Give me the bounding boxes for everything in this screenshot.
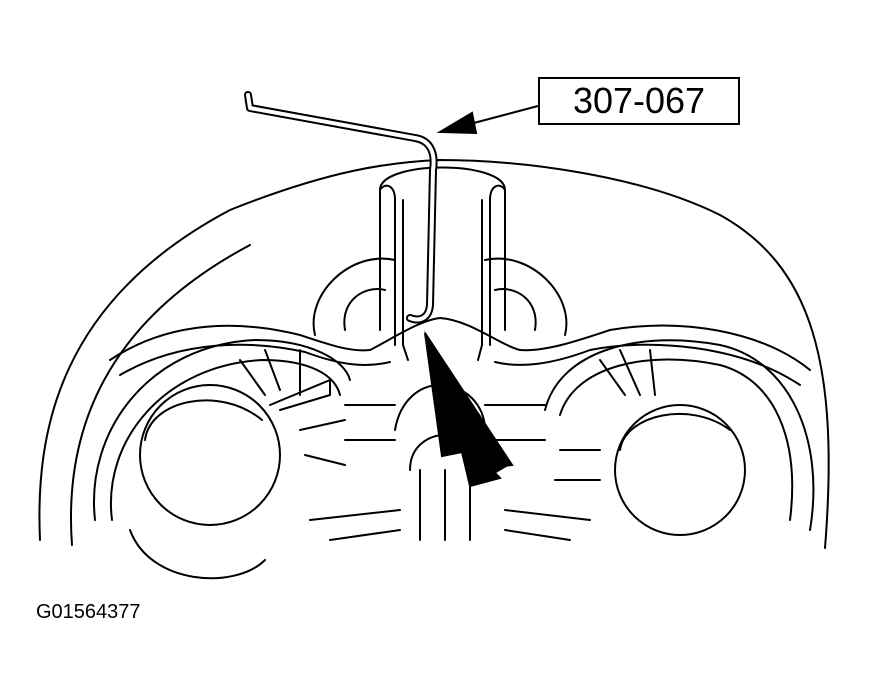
right-cam-gear [544,339,815,536]
housing-outline [38,159,830,549]
cam-profile [109,317,811,371]
callout-leader [436,105,539,135]
right-journal [614,404,746,536]
figure-id: G01564377 [36,601,141,623]
left-journal [139,384,281,526]
guide-tube [379,166,506,361]
tool-number-label: 307-067 [538,77,740,125]
housing-inner-edge [69,244,251,546]
central-boss [312,257,568,336]
tool-307-067 [244,91,438,324]
left-cam-gear [93,339,351,580]
